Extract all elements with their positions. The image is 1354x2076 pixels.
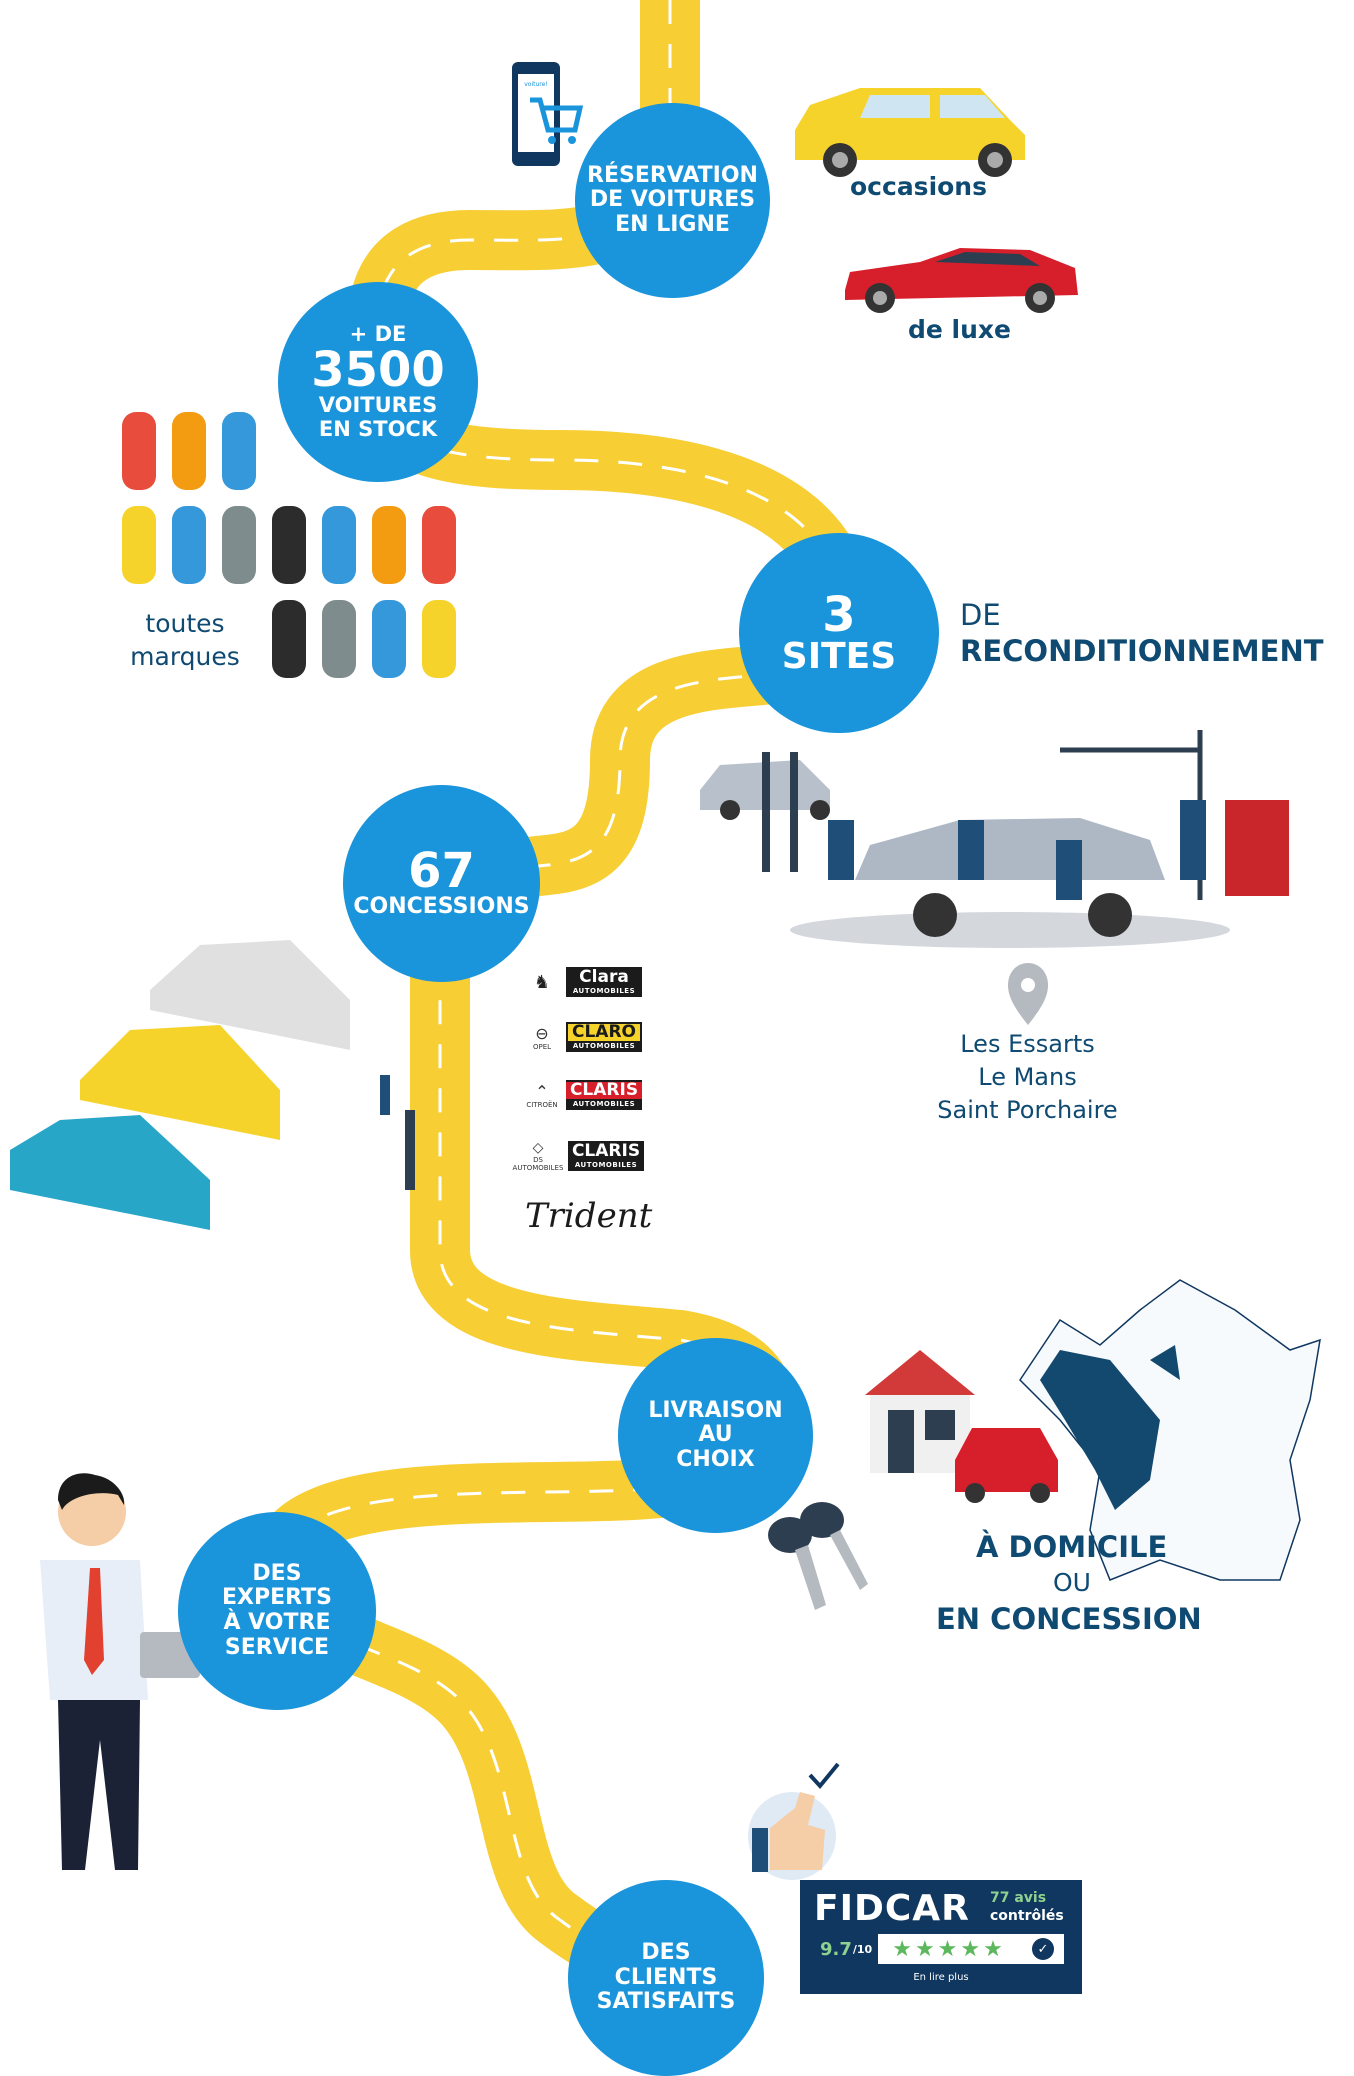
location-les-essarts: Les Essarts: [960, 1030, 1095, 1058]
businessman-illustration: [40, 1473, 200, 1870]
citroen-logo-icon: ⌃CITROËN: [526, 1081, 558, 1109]
reconditionnement-label: RECONDITIONNEMENT: [960, 634, 1324, 668]
opel-logo-icon: ⊖OPEL: [532, 1023, 552, 1051]
location-pin-icon: [1008, 963, 1048, 1025]
occasions-label: occasions: [850, 172, 987, 201]
yellow-suv-illustration: [795, 88, 1025, 177]
red-sports-car-illustration: [845, 248, 1078, 313]
step-reservation: RÉSERVATION DE VOITURES EN LIGNE: [575, 103, 770, 298]
fidcar-review-badge[interactable]: FIDCAR 77 avis contrôlés 9.7/10 ★★★★★ ✓ …: [800, 1880, 1082, 1994]
fidcar-controlled: contrôlés: [990, 1908, 1064, 1924]
step-concessions: 67 CONCESSIONS: [343, 785, 540, 982]
luxe-label: de luxe: [908, 315, 1012, 344]
location-saint-porchaire: Saint Porchaire: [937, 1096, 1118, 1125]
fidcar-check-icon: ✓: [1032, 1938, 1054, 1960]
fidcar-brand: FIDCAR: [814, 1888, 970, 1929]
car-keys-icon: [736, 1454, 868, 1610]
step-livraison: LIVRAISON AU CHOIX: [618, 1338, 813, 1533]
phone-cart-icon: voiture!: [512, 62, 584, 166]
parked-cars-illustration: [122, 412, 456, 678]
france-map-illustration: [1019, 1279, 1321, 1581]
step-experts: DES EXPERTS À VOTRE SERVICE: [178, 1512, 376, 1710]
fidcar-count: 77 avis: [990, 1890, 1047, 1906]
en-concession-label: EN CONCESSION: [936, 1602, 1202, 1636]
step-clients: DES CLIENTS SATISFAITS: [568, 1880, 764, 2076]
garage-workshop-illustration: [700, 730, 1289, 948]
peugeot-lion-icon: ♞: [533, 971, 551, 993]
svg-text:voiture!: voiture!: [524, 81, 547, 88]
house-car-illustration: [865, 1350, 1058, 1503]
step-sites: 3 SITES: [739, 533, 939, 733]
step-stock: + DE 3500 VOITURES EN STOCK: [278, 282, 478, 482]
ou-label: OU: [1053, 1568, 1091, 1597]
locations-list: Les Essarts Le Mans Saint Porchaire: [900, 1028, 1155, 1127]
marques-label: toutes marques: [130, 609, 240, 671]
fidcar-score: 9.7/10: [814, 1934, 879, 1964]
fidcar-cta[interactable]: En lire plus: [913, 1972, 969, 1983]
fidcar-stars: ★★★★★: [892, 1936, 1006, 1962]
fidcar-score-box: 9.7/10 ★★★★★ ✓: [814, 1934, 1064, 1964]
ds-logo-icon: ◇DS AUTOMOBILES: [512, 1140, 564, 1172]
dealership-cars-illustration: [10, 940, 415, 1230]
trident-logo: Trident: [525, 1196, 653, 1236]
thumbs-up-icon: [748, 1762, 840, 1880]
domicile-label: À DOMICILE: [976, 1530, 1168, 1564]
de-label: DE: [960, 598, 1001, 632]
location-le-mans: Le Mans: [978, 1063, 1077, 1092]
